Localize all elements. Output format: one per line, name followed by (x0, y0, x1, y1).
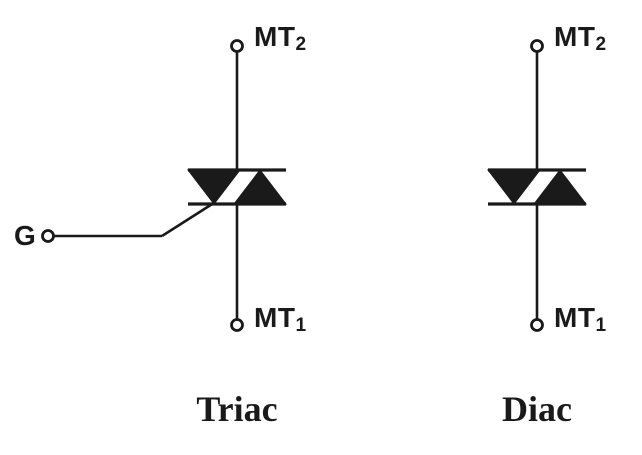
triac-left-triangle (186, 169, 242, 205)
diac-mt1-label-main: MT (554, 302, 596, 333)
triac-mt2-label-main: MT (254, 21, 296, 52)
diac-mt2-label-sub: 2 (595, 34, 607, 56)
diac-mt2-terminal-node (530, 39, 544, 53)
diac-caption: Diac (502, 389, 572, 429)
triac-mt1-label: MT1 (254, 301, 307, 339)
diac-left-triangle (486, 169, 542, 205)
triac-caption: Triac (196, 389, 278, 429)
triac-mt1-label-main: MT (254, 302, 296, 333)
triac-gate-terminal-node (41, 229, 55, 243)
triac-mt2-label-sub: 2 (295, 34, 307, 56)
triac-symbol (41, 39, 288, 332)
diac-symbol (486, 39, 588, 332)
triac-gate-label: G (14, 220, 36, 251)
diac-mt2-label-main: MT (554, 21, 596, 52)
diac-mt1-label-sub: 1 (595, 315, 607, 337)
triac-mt2-label: MT2 (254, 20, 307, 58)
triac-mt2-terminal-node (230, 39, 244, 53)
diac-mt1-label: MT1 (554, 301, 607, 339)
diac-mt2-label: MT2 (554, 20, 607, 58)
diac-mt1-terminal-node (530, 318, 544, 332)
triac-right-triangle (232, 169, 288, 205)
diac-right-triangle (532, 169, 588, 205)
triac-mt1-terminal-node (230, 318, 244, 332)
triac-mt1-label-sub: 1 (295, 315, 307, 337)
triac-gate-wire-diagonal (161, 202, 214, 238)
